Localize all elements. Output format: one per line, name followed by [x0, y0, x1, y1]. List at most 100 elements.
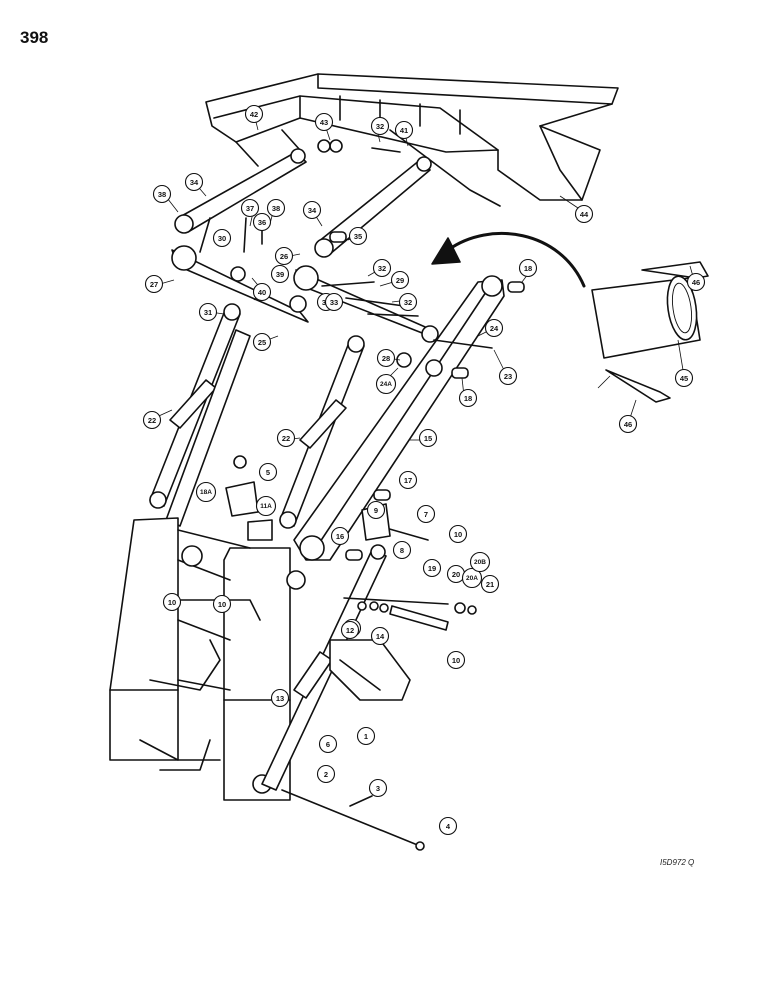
callout-42: 42 — [244, 104, 264, 124]
callout-1: 1 — [356, 726, 376, 746]
callout-23: 23 — [498, 366, 518, 386]
callout-label: 32 — [378, 264, 386, 273]
callout-34: 34 — [302, 200, 322, 220]
callout-38: 38 — [152, 184, 172, 204]
callout-9: 9 — [366, 500, 386, 520]
callout-label: 33 — [330, 298, 338, 307]
callout-group: 123456789101010101111A121314151617181818… — [142, 104, 706, 836]
callout-label: 4 — [446, 822, 451, 831]
callout-label: 5 — [266, 468, 270, 477]
callout-label: 34 — [190, 178, 199, 187]
callout-label: 3 — [376, 784, 380, 793]
callout-10: 10 — [448, 524, 468, 544]
callout-31: 31 — [198, 302, 218, 322]
bucket — [205, 73, 619, 207]
callout-32: 32 — [372, 258, 392, 278]
callout-label: 35 — [354, 232, 362, 241]
callout-7: 7 — [416, 504, 436, 524]
callout-label: 10 — [168, 598, 176, 607]
callout-label: 7 — [424, 510, 428, 519]
callout-label: 10 — [452, 656, 460, 665]
callout-label: 30 — [218, 234, 226, 243]
callout-6: 6 — [318, 734, 338, 754]
callout-label: 46 — [692, 278, 700, 287]
callout-label: 45 — [680, 374, 688, 383]
callout-label: 22 — [282, 434, 290, 443]
callout-label: 20A — [466, 575, 478, 582]
callout-label: 37 — [246, 204, 254, 213]
callout-label: 42 — [250, 110, 258, 119]
callout-44: 44 — [574, 204, 594, 224]
callout-22: 22 — [142, 410, 162, 430]
callout-4: 4 — [438, 816, 458, 836]
callout-label: 10 — [454, 530, 462, 539]
callout-label: 27 — [150, 280, 158, 289]
callout-29: 29 — [390, 270, 410, 290]
callout-27: 27 — [144, 274, 164, 294]
callout-label: 28 — [382, 354, 390, 363]
callout-label: 24 — [490, 324, 499, 333]
callout-label: 19 — [428, 564, 436, 573]
callout-39: 39 — [270, 264, 290, 284]
callout-10: 10 — [162, 592, 182, 612]
callout-label: 11A — [260, 503, 272, 510]
callout-15: 15 — [418, 428, 438, 448]
callout-20: 20 — [446, 564, 466, 584]
callout-label: 43 — [320, 118, 328, 127]
callout-43: 43 — [314, 112, 334, 132]
callout-label: 26 — [280, 252, 288, 261]
callout-16: 16 — [330, 526, 350, 546]
callout-18a: 18A — [195, 481, 217, 503]
callout-label: 2 — [324, 770, 328, 779]
figure-code: I5D972 Q — [660, 858, 695, 867]
mounting-bracket — [329, 639, 411, 701]
cylinders — [149, 303, 365, 529]
callout-40: 40 — [252, 282, 272, 302]
callout-2: 2 — [316, 764, 336, 784]
callout-24a: 24A — [375, 373, 397, 395]
callout-8: 8 — [392, 540, 412, 560]
cutting-edge-detail — [591, 261, 709, 403]
callout-label: 6 — [326, 740, 330, 749]
callout-label: 20 — [452, 570, 460, 579]
callout-5: 5 — [258, 462, 278, 482]
callout-label: 13 — [276, 694, 284, 703]
callout-label: 23 — [504, 372, 512, 381]
callout-label: 32 — [404, 298, 412, 307]
callout-25: 25 — [252, 332, 272, 352]
loader-arms — [171, 245, 441, 343]
upper-links — [174, 148, 432, 258]
callout-20b: 20B — [469, 551, 491, 573]
callout-label: 25 — [258, 338, 266, 347]
callout-label: 36 — [258, 218, 266, 227]
callout-label: 31 — [204, 308, 212, 317]
callout-38: 38 — [266, 198, 286, 218]
callout-label: 34 — [308, 206, 317, 215]
callout-label: 29 — [396, 276, 404, 285]
callout-24: 24 — [484, 318, 504, 338]
callout-18: 18 — [458, 388, 478, 408]
callout-12: 12 — [340, 620, 360, 640]
callout-13: 13 — [270, 688, 290, 708]
callout-label: 46 — [624, 420, 632, 429]
callout-14: 14 — [370, 626, 390, 646]
detail-arrow — [431, 231, 586, 288]
callout-label: 1 — [364, 732, 368, 741]
callout-label: 12 — [346, 626, 354, 635]
callout-label: 10 — [218, 600, 226, 609]
callout-label: 40 — [258, 288, 266, 297]
callout-label: 22 — [148, 416, 156, 425]
lift-arm — [293, 275, 505, 561]
callout-17: 17 — [398, 470, 418, 490]
callout-label: 17 — [404, 476, 412, 485]
callout-label: 8 — [400, 546, 404, 555]
callout-35: 35 — [348, 226, 368, 246]
callout-46: 46 — [618, 414, 638, 434]
callout-30: 30 — [212, 228, 232, 248]
callout-22: 22 — [276, 428, 296, 448]
callout-label: 38 — [158, 190, 166, 199]
callout-label: 14 — [376, 632, 385, 641]
callout-label: 32 — [376, 122, 384, 131]
